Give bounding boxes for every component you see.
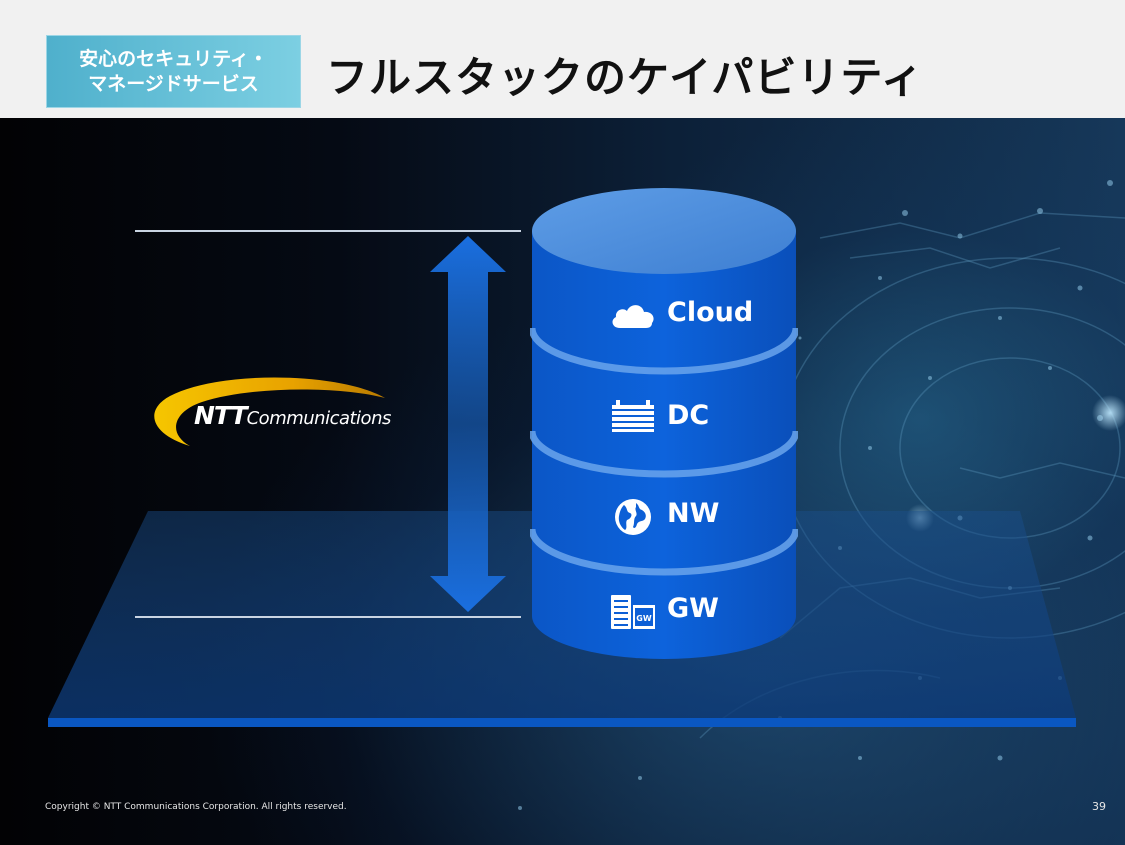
cloud-icon [612, 305, 654, 328]
badge-line-2: マネージドサービス [88, 72, 259, 95]
double-arrow-icon [430, 236, 506, 612]
ntt-communications-logo: NTTCommunications [194, 401, 391, 430]
slide-stage: NTTCommunications [0, 118, 1125, 845]
globe-icon [615, 499, 651, 535]
datacenter-icon [612, 400, 654, 432]
page-number: 39 [1092, 800, 1106, 813]
top-reference-line [135, 230, 521, 232]
copyright-text: Copyright © NTT Communications Corporati… [45, 802, 347, 812]
slide-header: 安心のセキュリティ・ マネージドサービス フルスタックのケイパビリティ [0, 0, 1125, 118]
layer-label-nw: NW [667, 498, 720, 529]
ntt-swoosh-logo-icon [154, 377, 385, 446]
badge-line-1: 安心のセキュリティ・ [79, 47, 268, 70]
slide-title: フルスタックのケイパビリティ [326, 53, 924, 102]
gateway-icon: GW [611, 595, 655, 629]
bottom-reference-line [135, 616, 521, 618]
gateway-icon-label: GW [636, 614, 652, 623]
capability-stack [530, 188, 798, 659]
logo-ntt-text: NTT [194, 401, 248, 430]
layer-label-cloud: Cloud [667, 297, 754, 328]
category-badge: 安心のセキュリティ・ マネージドサービス [46, 35, 301, 108]
layer-label-dc: DC [667, 400, 710, 431]
layer-label-gw: GW [667, 593, 719, 624]
logo-communications-text: Communications [246, 408, 392, 429]
